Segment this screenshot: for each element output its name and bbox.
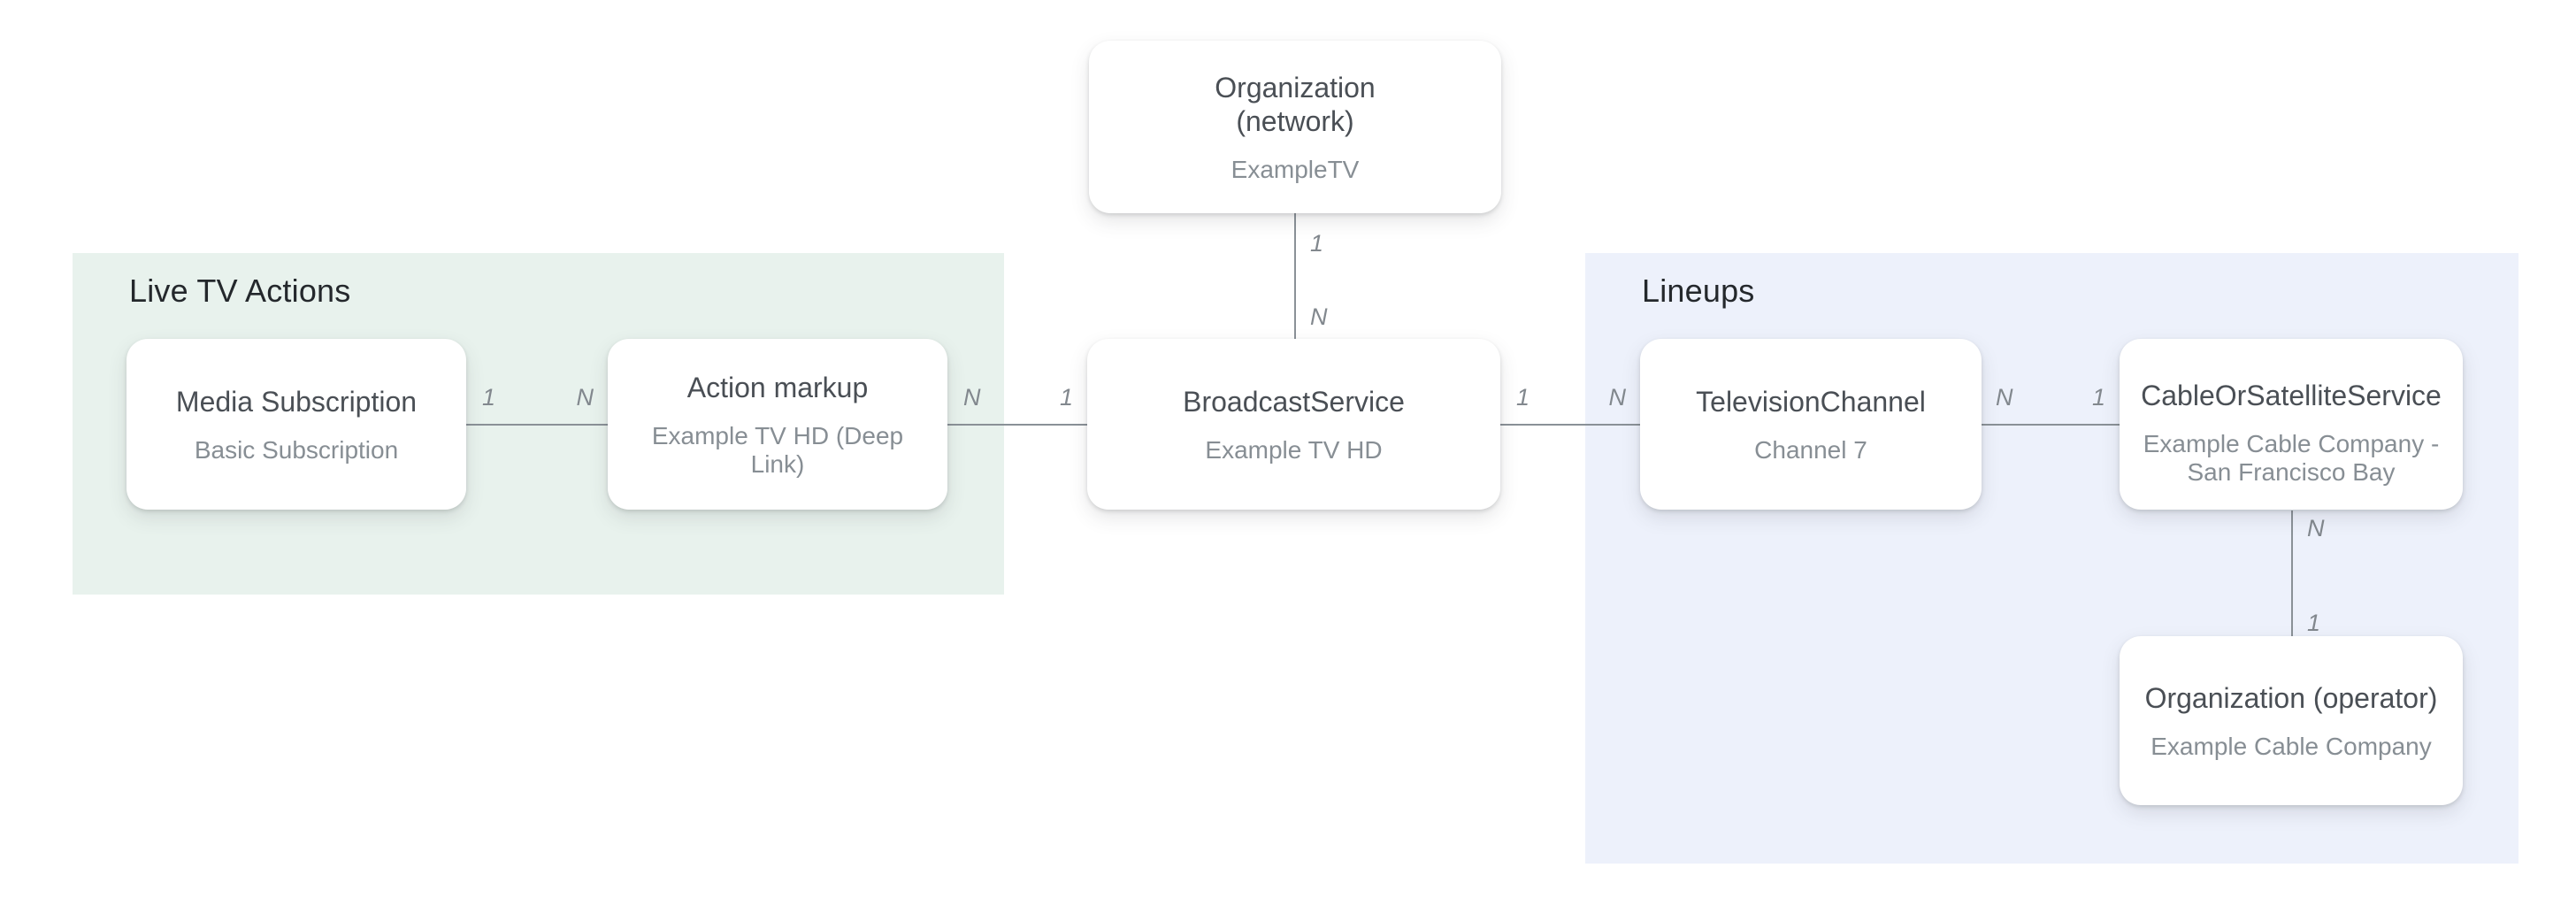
edge-cable-operator-start-label: N <box>2307 515 2325 541</box>
node-organization-network: Organization (network) ExampleTV <box>1089 41 1501 213</box>
edge-broadcast-channel-start-label: 1 <box>1516 384 1530 411</box>
node-title: Organization (operator) <box>2144 681 2438 714</box>
node-television-channel: TelevisionChannel Channel 7 <box>1640 339 1982 510</box>
section-label-live-tv-actions: Live TV Actions <box>129 273 351 309</box>
node-subtitle: Example TV HD <box>1205 435 1383 464</box>
node-cable-or-satellite-service: CableOrSatelliteService Example Cable Co… <box>2120 339 2463 510</box>
node-subtitle: Channel 7 <box>1754 435 1867 464</box>
node-title: BroadcastService <box>1183 385 1405 418</box>
node-subtitle: ExampleTV <box>1230 155 1360 183</box>
edge-channel-cable-end-label: 1 <box>2091 384 2105 411</box>
edge-media-action-end-label: N <box>576 384 594 411</box>
node-subtitle: Example Cable Company - San Francisco Ba… <box>2143 430 2440 486</box>
section-label-lineups: Lineups <box>1642 273 1755 309</box>
node-action-markup: Action markup Example TV HD (Deep Link) <box>608 339 947 510</box>
node-subtitle: Example Cable Company <box>2150 732 2432 760</box>
edge-broadcast-channel-line <box>1500 424 1640 426</box>
edge-channel-cable-line <box>1982 424 2120 426</box>
edge-cable-operator-line <box>2291 511 2293 636</box>
edge-network-broadcast-end-label: N <box>1310 303 1328 330</box>
edge-cable-operator-end-label: 1 <box>2307 610 2321 636</box>
edge-action-broadcast-line <box>947 424 1087 426</box>
node-title: Organization (network) <box>1215 71 1376 137</box>
node-title: CableOrSatelliteService <box>2141 380 2442 411</box>
edge-action-broadcast-end-label: 1 <box>1059 384 1073 411</box>
node-subtitle: Example TV HD (Deep Link) <box>651 421 904 478</box>
edge-network-broadcast-line <box>1294 213 1296 339</box>
node-subtitle: Basic Subscription <box>194 435 399 464</box>
node-title: TelevisionChannel <box>1696 385 1926 418</box>
node-title: Action markup <box>686 371 869 403</box>
edge-media-action-line <box>466 424 608 426</box>
node-broadcast-service: BroadcastService Example TV HD <box>1087 339 1500 510</box>
node-media-subscription: Media Subscription Basic Subscription <box>126 339 466 510</box>
edge-channel-cable-start-label: N <box>1996 384 2013 411</box>
node-title: Media Subscription <box>175 385 418 418</box>
node-organization-operator: Organization (operator) Example Cable Co… <box>2120 636 2463 805</box>
edge-broadcast-channel-end-label: N <box>1608 384 1627 411</box>
edge-media-action-start-label: 1 <box>482 384 496 411</box>
edge-network-broadcast-start-label: 1 <box>1310 230 1324 257</box>
edge-action-broadcast-start-label: N <box>963 384 981 411</box>
